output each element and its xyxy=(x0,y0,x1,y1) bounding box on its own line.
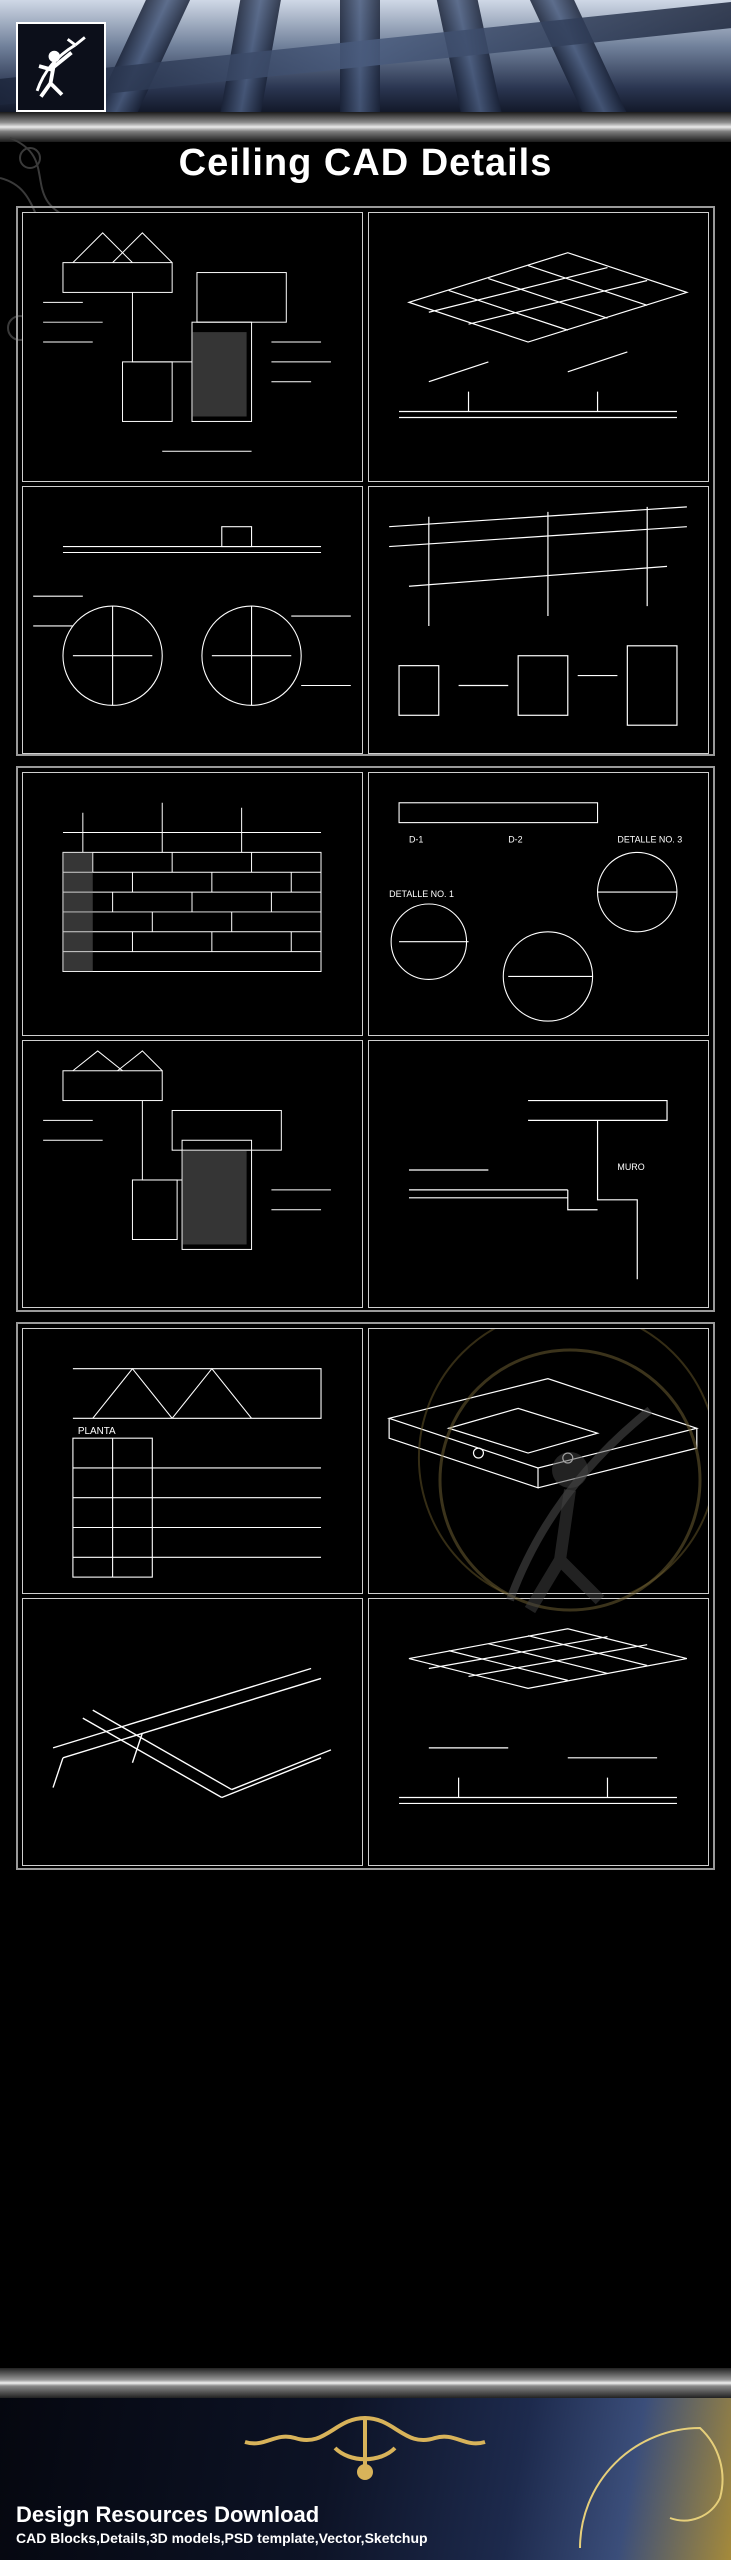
cad-drawing xyxy=(43,232,331,452)
metal-divider xyxy=(0,112,731,142)
detail-label: D-1 xyxy=(409,834,423,844)
cad-board-2: DETALLE NO. 3 DETALLE NO. 1 D-1 D-2 MURO xyxy=(16,766,715,1312)
cad-drawing xyxy=(43,1050,331,1250)
header-banner xyxy=(0,0,731,118)
cad-board-1 xyxy=(16,206,715,756)
footer-title: Design Resources Download xyxy=(16,2502,320,2527)
detail-label: DETALLE NO. 3 xyxy=(617,834,682,844)
wall-ceiling-junction: MURO xyxy=(368,1040,709,1308)
wall-label: MURO xyxy=(617,1162,644,1172)
cad-board-3: PLANTA xyxy=(16,1322,715,1870)
archer-watermark-icon xyxy=(438,1348,702,1614)
footer-subtitle: CAD Blocks,Details,3D models,PSD templat… xyxy=(16,2530,428,2546)
metal-divider xyxy=(0,2368,731,2398)
cad-drawing xyxy=(52,1667,332,1799)
suspended-ceiling-details xyxy=(22,486,363,754)
ceiling-hanger-assembly xyxy=(368,486,709,754)
roof-beam xyxy=(433,0,507,118)
cad-drawing: MURO xyxy=(408,1099,668,1280)
footer-banner xyxy=(0,2368,731,2560)
coffered-ceiling-isometric xyxy=(368,1328,709,1594)
ceiling-section-detail-2 xyxy=(22,1040,363,1308)
cad-drawing xyxy=(399,1628,688,1805)
ceiling-section-detail xyxy=(22,212,363,482)
cad-drawing xyxy=(62,802,322,972)
brick-wall-ceiling-section xyxy=(22,772,363,1036)
ceiling-grid-isometric xyxy=(368,212,709,482)
cad-drawing xyxy=(399,252,689,419)
ceiling-runner-isometric xyxy=(22,1598,363,1866)
cad-drawing xyxy=(33,526,351,706)
detail-label: D-2 xyxy=(508,834,522,844)
golden-spiral-icon xyxy=(579,2426,724,2549)
archer-logo-icon xyxy=(16,22,106,112)
detail-callouts: DETALLE NO. 3 DETALLE NO. 1 D-1 D-2 xyxy=(368,772,709,1036)
ceiling-plan-section: PLANTA xyxy=(22,1328,363,1594)
detail-label: DETALLE NO. 1 xyxy=(389,889,454,899)
plan-label: PLANTA xyxy=(78,1426,116,1437)
cad-drawing: PLANTA xyxy=(72,1367,322,1578)
page-title: Ceiling CAD Details xyxy=(178,142,553,184)
ceiling-grid-isometric-2 xyxy=(368,1598,709,1866)
gold-ornament-icon xyxy=(244,2416,486,2480)
cad-drawing: DETALLE NO. 3 DETALLE NO. 1 D-1 D-2 xyxy=(389,802,682,1022)
cad-drawing xyxy=(389,506,687,726)
